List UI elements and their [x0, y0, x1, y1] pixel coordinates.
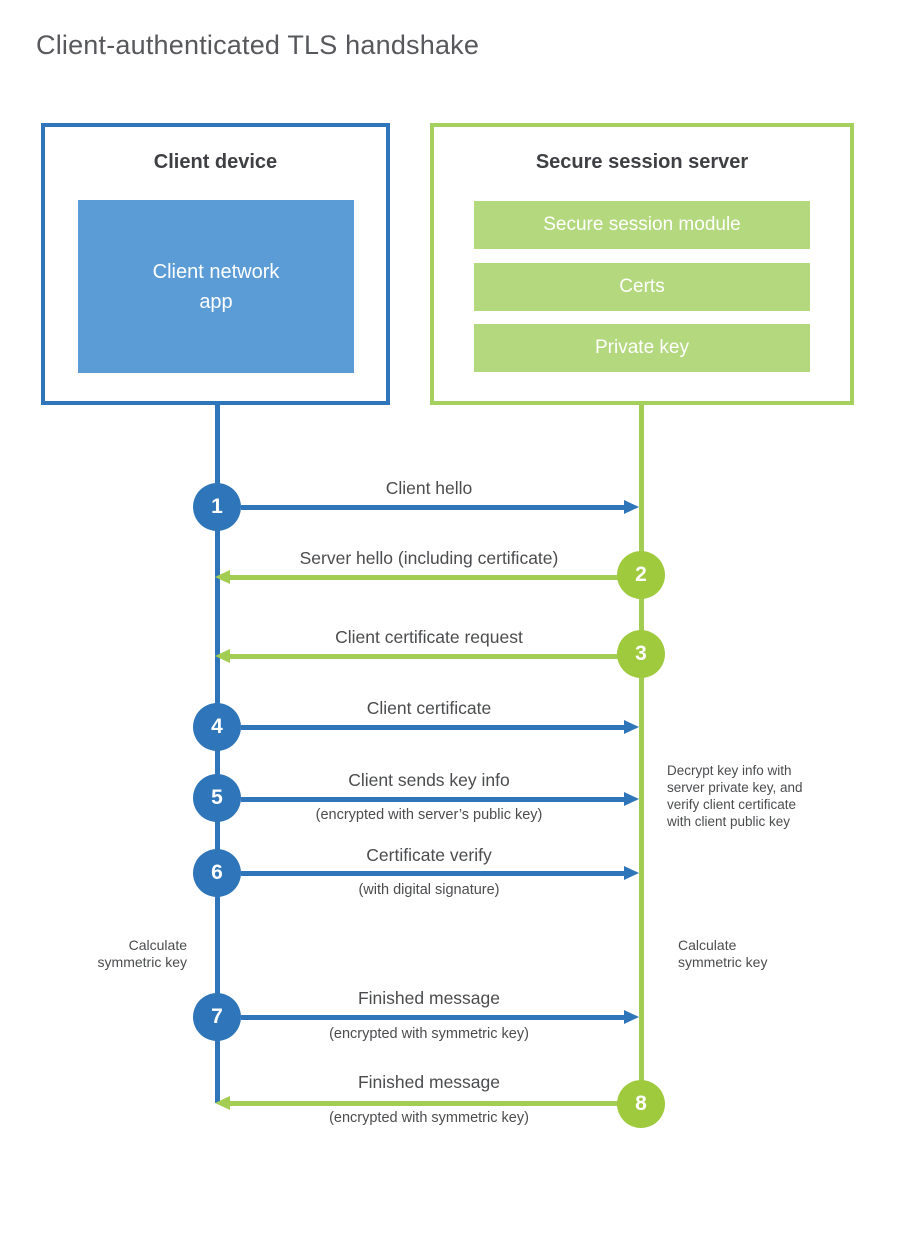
step-6-sublabel: (with digital signature) — [358, 882, 500, 898]
step-3-label: Client certificate request — [335, 627, 523, 647]
secure-session-server-title: Secure session server — [535, 151, 749, 173]
step-1-label: Client hello — [385, 478, 473, 498]
step-5-arrowhead-icon — [624, 792, 639, 806]
step-4-label: Client certificate — [366, 698, 492, 718]
step-4-circle: 4 — [193, 703, 241, 751]
secure-session-server-box: Secure session server Secure session mod… — [430, 123, 854, 405]
step-1-circle: 1 — [193, 483, 241, 531]
step-4-arrowhead-icon — [624, 720, 639, 734]
step-5-sublabel: (encrypted with server’s public key) — [315, 807, 543, 823]
step-5-circle: 5 — [193, 774, 241, 822]
module-bar-private-key: Private key — [474, 324, 810, 372]
note-calculate-symmetric-key-server: Calculate symmetric key — [678, 937, 768, 970]
step-7-arrow — [241, 1015, 624, 1020]
step-4-arrow — [241, 725, 624, 730]
step-7-label: Finished message — [357, 988, 501, 1008]
step-1-arrow — [241, 505, 624, 510]
step-7-circle: 7 — [193, 993, 241, 1041]
step-8-circle: 8 — [617, 1080, 665, 1128]
step-5-label: Client sends key info — [348, 770, 510, 790]
server-lifeline — [639, 405, 644, 1104]
step-2-arrow — [230, 575, 618, 580]
step-7-sublabel: (encrypted with symmetric key) — [329, 1026, 529, 1042]
step-7-arrowhead-icon — [624, 1010, 639, 1024]
module-bar-certs: Certs — [474, 263, 810, 311]
step-8-sublabel: (encrypted with symmetric key) — [329, 1110, 529, 1126]
step-6-arrow — [241, 871, 624, 876]
step-3-arrow — [230, 654, 618, 659]
step-8-label: Finished message — [357, 1072, 501, 1092]
step-2-circle: 2 — [617, 551, 665, 599]
client-device-box: Client device Client network app — [41, 123, 390, 405]
step-6-arrowhead-icon — [624, 866, 639, 880]
step-2-arrowhead-icon — [215, 570, 230, 584]
step-3-circle: 3 — [617, 630, 665, 678]
module-bar-secure-session-module: Secure session module — [474, 201, 810, 249]
client-network-app-box: Client network app — [78, 200, 354, 373]
step-3-arrowhead-icon — [215, 649, 230, 663]
step-1-arrowhead-icon — [624, 500, 639, 514]
step-8-arrow — [230, 1101, 618, 1106]
step-6-label: Certificate verify — [366, 845, 492, 865]
step-2-label: Server hello (including certificate) — [299, 548, 559, 568]
page-title: Client-authenticated TLS handshake — [36, 30, 480, 60]
note-calculate-symmetric-key-client: Calculate symmetric key — [97, 937, 187, 970]
note-decrypt-key-info: Decrypt key info with server private key… — [667, 763, 803, 829]
step-5-arrow — [241, 797, 624, 802]
step-8-arrowhead-icon — [215, 1096, 230, 1110]
step-6-circle: 6 — [193, 849, 241, 897]
client-lifeline — [215, 405, 220, 1103]
client-device-title: Client device — [153, 151, 278, 173]
